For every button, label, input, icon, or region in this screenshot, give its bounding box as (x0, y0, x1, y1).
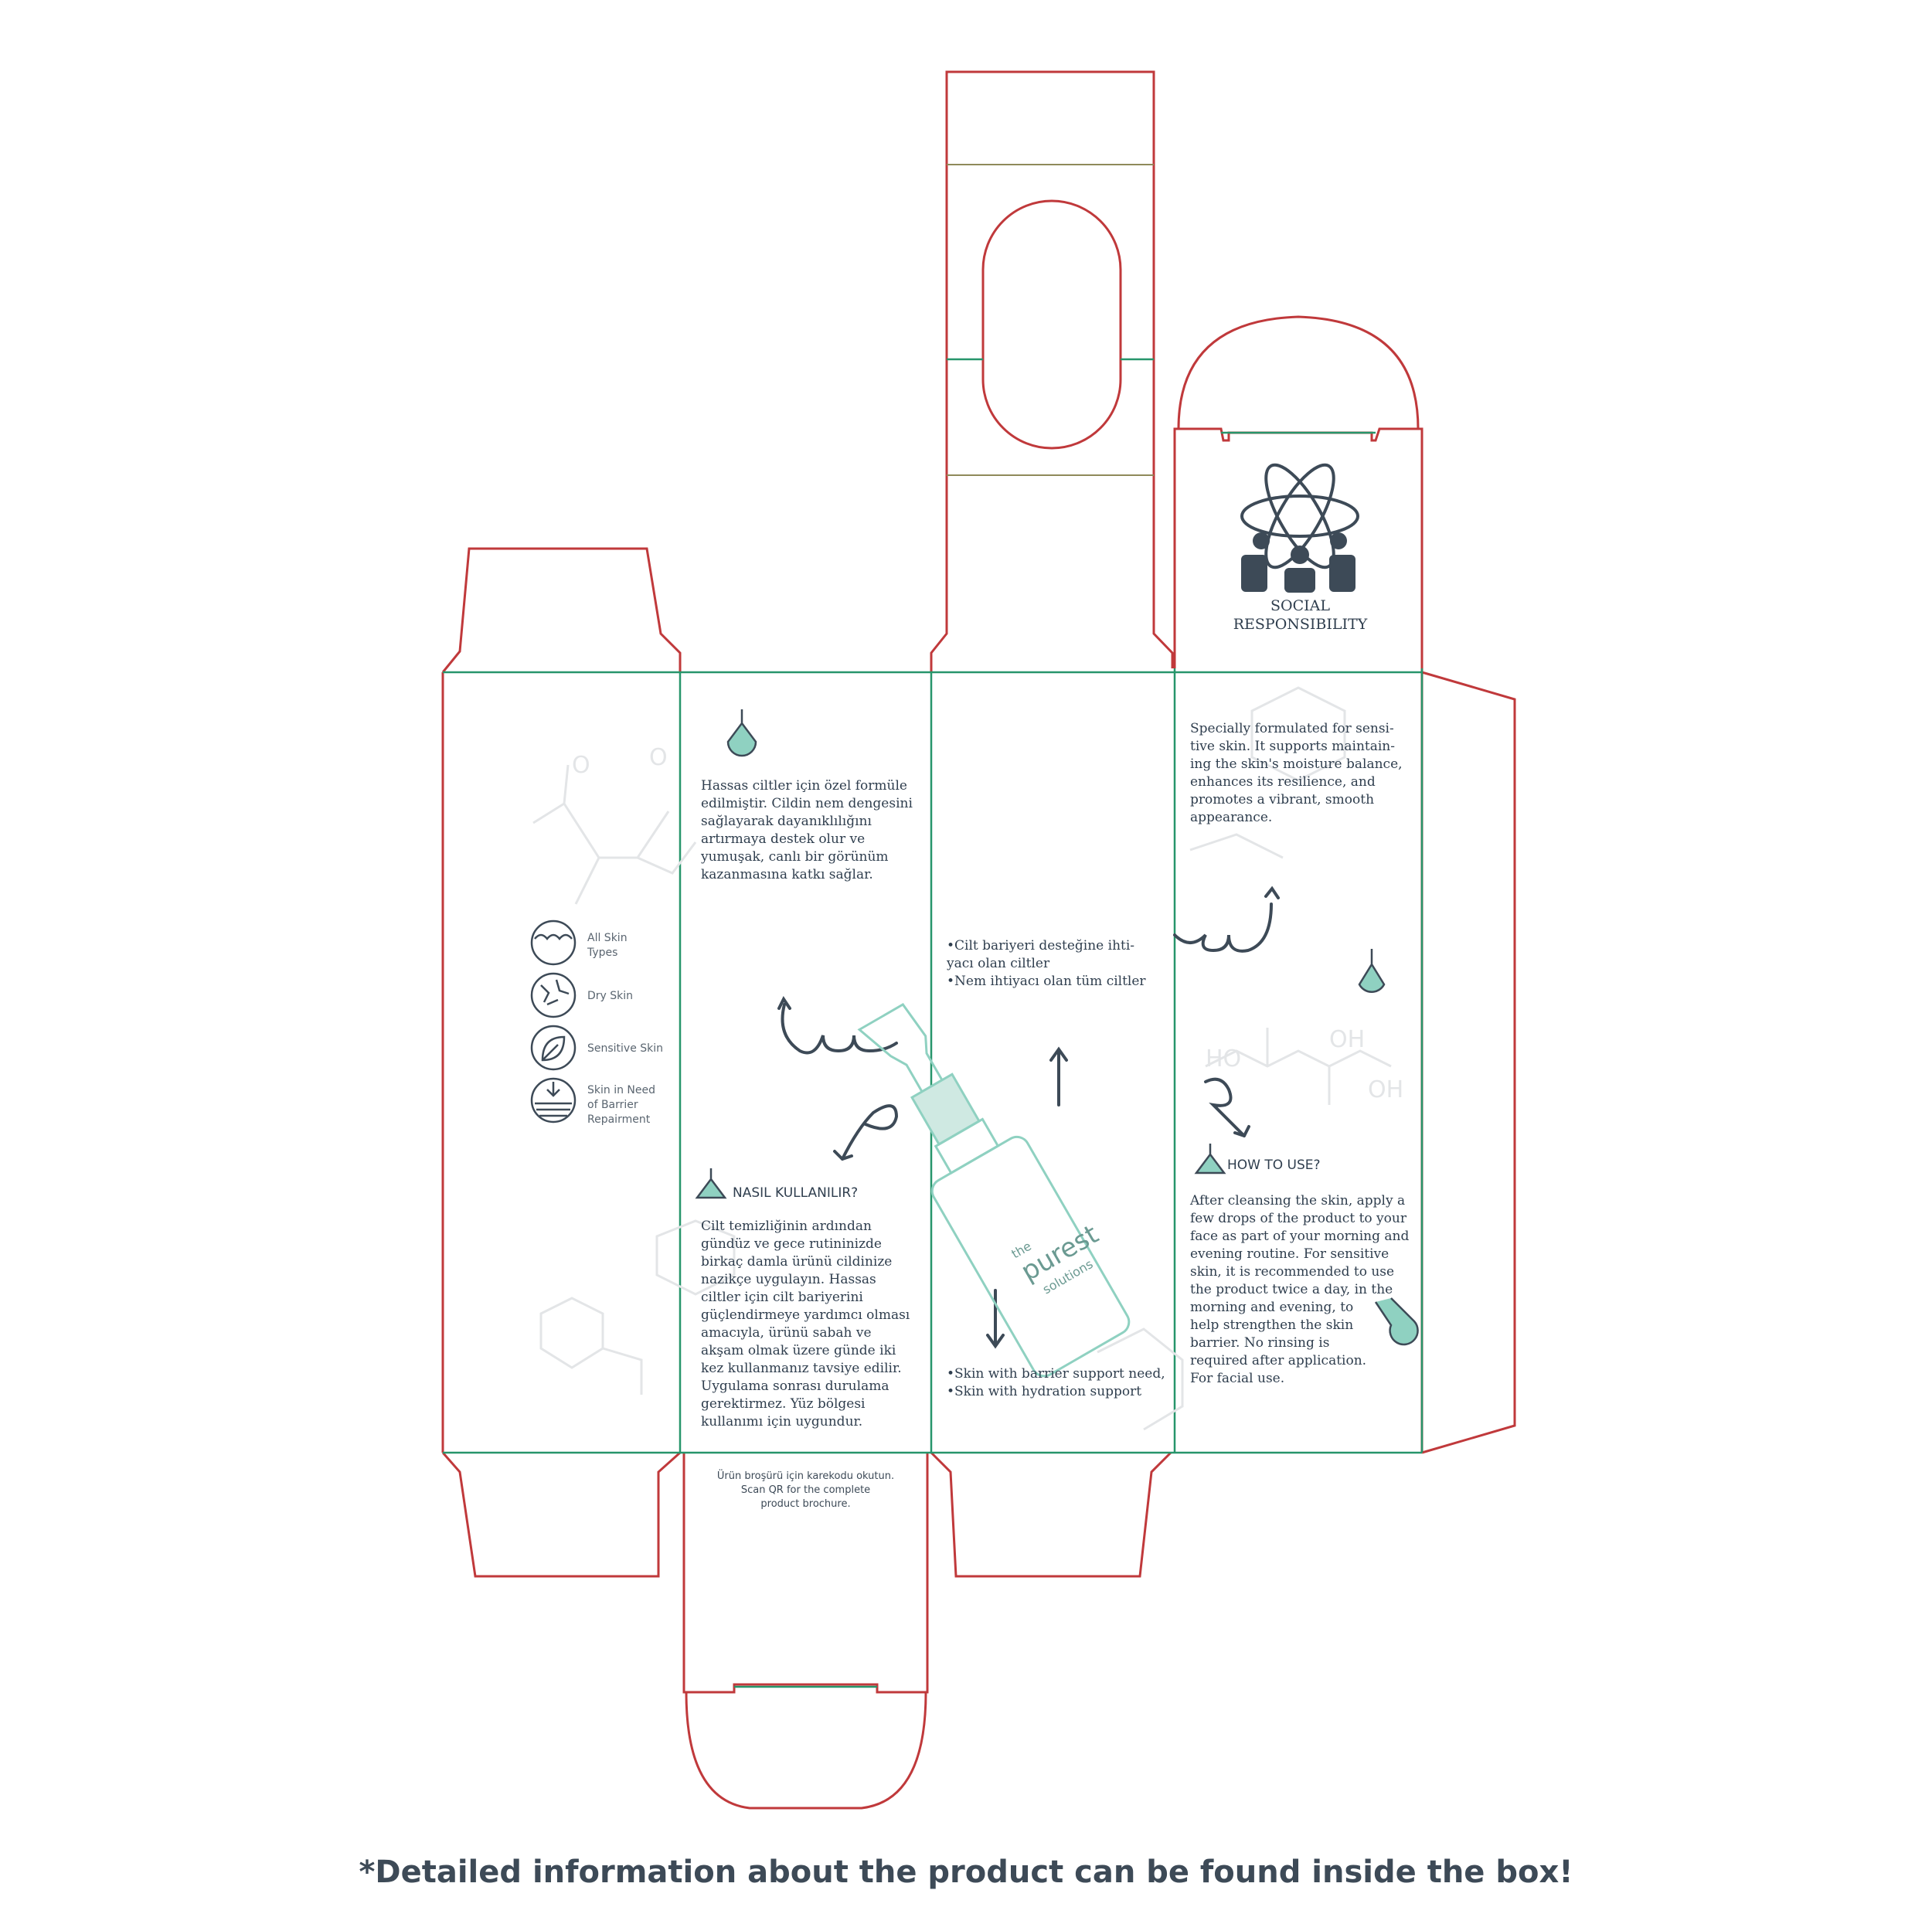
howto-heading-tr: NASIL KULLANILIR? (733, 1185, 859, 1201)
skin-type-label-sensitive: Sensitive Skin (587, 1042, 664, 1055)
sensitive-skin-icon (530, 1025, 577, 1071)
dry-skin-icon (530, 972, 577, 1018)
front-bullets-tr: •Cilt bariyeri desteğine ihti- yacı olan… (947, 938, 1146, 989)
svg-text:OH: OH (1368, 1076, 1403, 1103)
skin-type-label-dry: Dry Skin (587, 990, 634, 1002)
skin-type-label-barrier: Skin in Need of Barrier Repairment (587, 1084, 656, 1126)
footer-note: *Detailed information about the product … (359, 1854, 1573, 1890)
svg-text:O: O (649, 744, 668, 771)
all-skin-types-icon (530, 920, 577, 966)
description-en: Specially formulated for sensi- tive ski… (1190, 721, 1403, 825)
howto-text-tr: Cilt temizliğinin ardından gündüz ve gec… (701, 1219, 910, 1429)
social-responsibility-label: SOCIAL RESPONSIBILITY (1233, 597, 1368, 633)
barrier-repair-icon (530, 1077, 577, 1123)
svg-text:O: O (572, 752, 590, 779)
product-bottle-illustration (857, 1003, 1131, 1378)
howto-text-en: After cleansing the skin, apply a few dr… (1190, 1193, 1410, 1386)
social-responsibility-icon (1240, 463, 1359, 593)
description-tr: Hassas ciltler için özel formüle edilmiş… (701, 778, 913, 882)
howto-heading-en: HOW TO USE? (1227, 1157, 1321, 1173)
svg-text:HO: HO (1206, 1045, 1241, 1072)
svg-text:OH: OH (1329, 1026, 1365, 1053)
skin-type-label-all: All Skin Types (587, 932, 628, 959)
front-bullets-en: •Skin with barrier support need, •Skin w… (947, 1366, 1165, 1399)
chemical-structure-watermark (532, 686, 1392, 1431)
qr-note: Ürün broşürü için karekodu okutun. Scan … (716, 1470, 895, 1510)
